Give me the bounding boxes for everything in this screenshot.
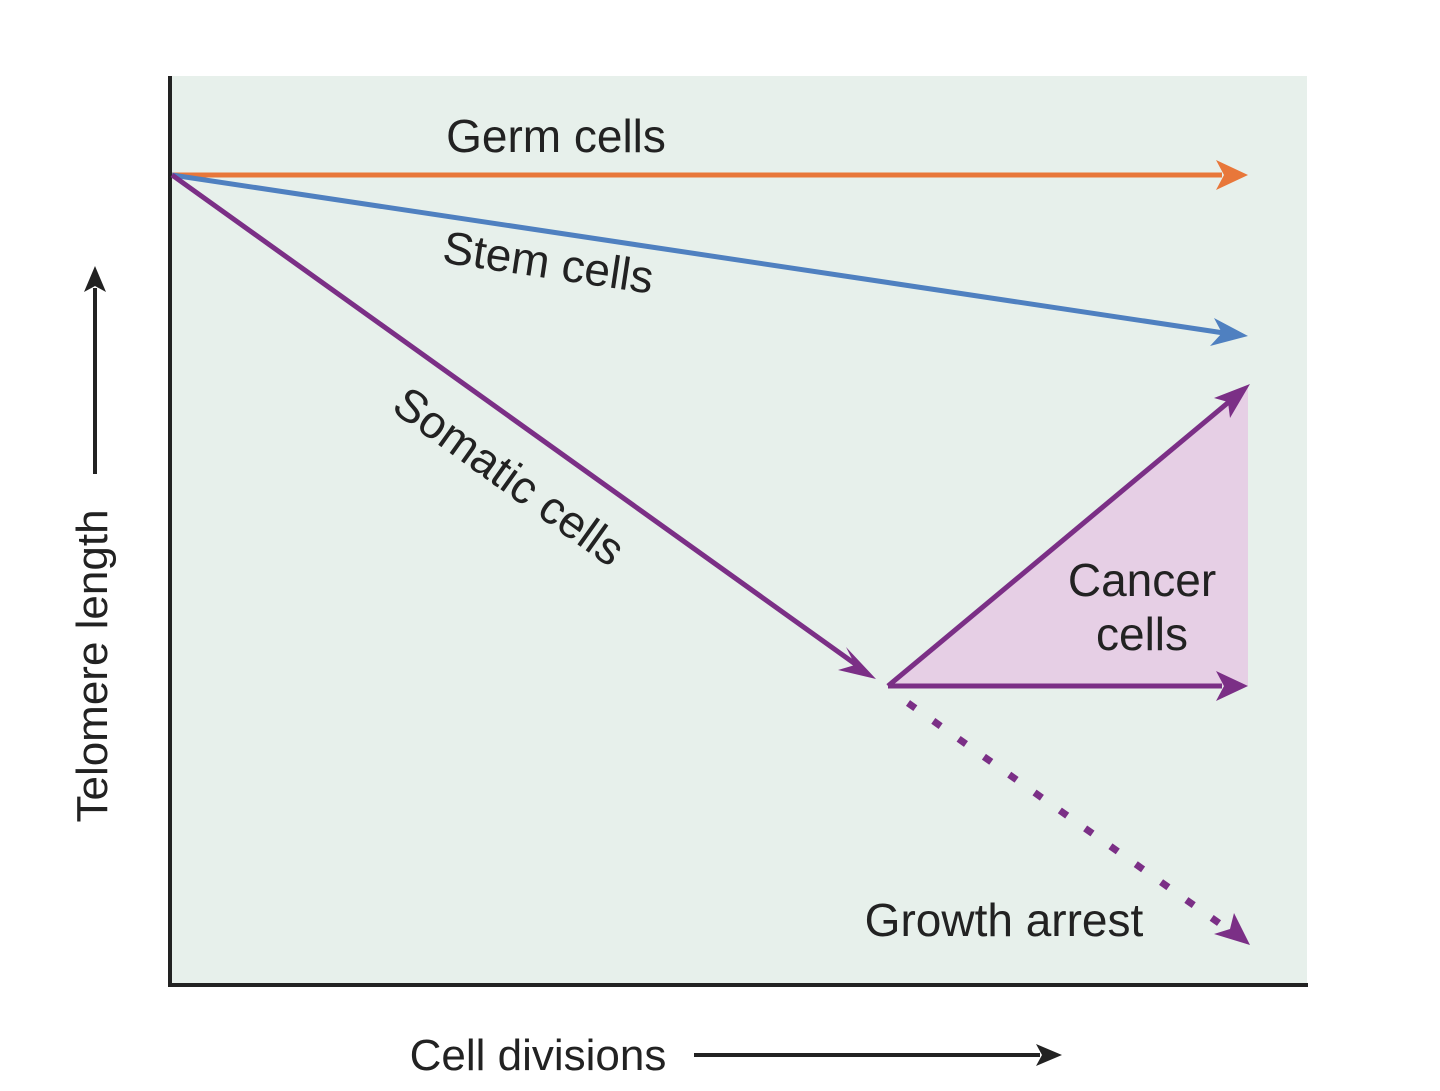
x-axis-label: Cell divisions [410, 1031, 667, 1080]
germ-cells-arrowhead [1216, 160, 1248, 190]
growth-arrest-arrowhead [1214, 913, 1250, 945]
germ-cells-label: Germ cells [446, 110, 666, 162]
growth-arrest-line [905, 700, 1229, 931]
x-axis-direction-arrowhead [1036, 1044, 1062, 1066]
cancer-cells-label-line2: cells [1096, 608, 1188, 660]
y-axis-label: Telomere length [68, 509, 117, 822]
y-axis-direction-arrowhead [84, 266, 106, 292]
stem-cells-arrowhead [1210, 318, 1248, 346]
somatic-cells-arrowhead [838, 647, 876, 679]
stem-cells-line [171, 172, 1225, 336]
cancer-cells-label-line1: Cancer [1068, 554, 1216, 606]
growth-arrest-label: Growth arrest [865, 894, 1144, 946]
cancer-rise-arrowhead [1214, 384, 1250, 418]
somatic-cells-line [170, 172, 860, 669]
cancer-flat-arrowhead [1216, 671, 1248, 701]
cancer-rise-line [886, 399, 1232, 688]
